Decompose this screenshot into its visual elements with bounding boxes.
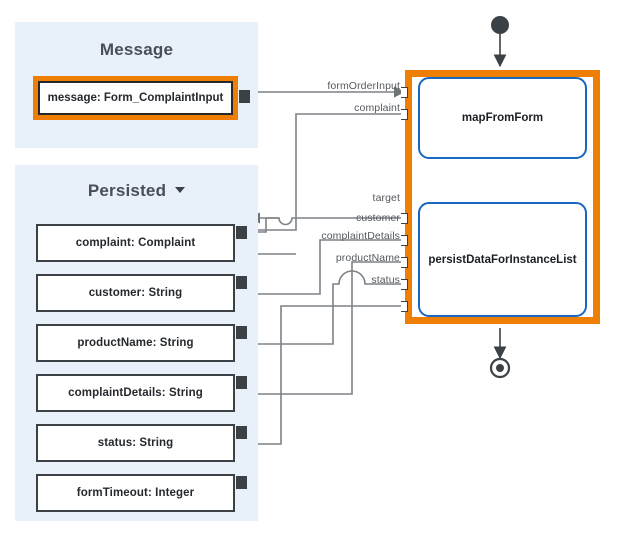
edge-label-productname: productName bbox=[335, 252, 400, 264]
variable-output-port-formtimeout[interactable] bbox=[236, 476, 247, 489]
variable-box-complaintdetails-label: complaintDetails: String bbox=[68, 387, 203, 399]
variable-output-port-customer[interactable] bbox=[236, 276, 247, 289]
variable-output-port-complaintdetails[interactable] bbox=[236, 376, 247, 389]
edge-label-complaint: complaint bbox=[354, 102, 400, 114]
edge-label-formorderinput: formOrderInput bbox=[327, 80, 400, 92]
variable-box-complaint-label: complaint: Complaint bbox=[75, 237, 196, 249]
message-panel-title: Message bbox=[99, 40, 174, 59]
variable-output-port-status[interactable] bbox=[236, 426, 247, 439]
variable-output-port-productname[interactable] bbox=[236, 326, 247, 339]
variable-box-customer[interactable]: customer: String bbox=[36, 274, 235, 312]
node-port-complaint[interactable] bbox=[401, 109, 408, 120]
variable-box-message[interactable]: message: Form_ComplaintInput bbox=[33, 76, 238, 120]
variable-box-status[interactable]: status: String bbox=[36, 424, 235, 462]
node-port-target[interactable] bbox=[401, 213, 408, 224]
subprocess-inner: mapFromForm persistDataForInstanceList bbox=[412, 77, 593, 317]
variable-output-port-message[interactable] bbox=[239, 90, 250, 103]
edge-label-status: status bbox=[371, 274, 400, 286]
edge-label-target: target bbox=[372, 192, 400, 204]
task-node-persistdataforinstancelist-label: persistDataForInstanceList bbox=[428, 253, 577, 266]
node-port-productname[interactable] bbox=[401, 279, 408, 290]
variable-box-productname-label: productName: String bbox=[77, 337, 194, 349]
variable-box-customer-label: customer: String bbox=[88, 287, 183, 299]
node-port-formorderinput[interactable] bbox=[401, 87, 408, 98]
node-port-complaintdetails[interactable] bbox=[401, 257, 408, 268]
node-port-status[interactable] bbox=[401, 301, 408, 312]
task-node-mapfromform-label: mapFromForm bbox=[461, 112, 544, 124]
variable-box-complaint[interactable]: complaint: Complaint bbox=[36, 224, 235, 262]
edge-label-complaintdetails: complaintDetails bbox=[321, 230, 400, 242]
variable-box-complaintdetails[interactable]: complaintDetails: String bbox=[36, 374, 235, 412]
subprocess-container[interactable]: mapFromForm persistDataForInstanceList bbox=[405, 70, 600, 324]
start-event-icon bbox=[491, 16, 509, 34]
persisted-panel-title-text: Persisted bbox=[87, 181, 167, 200]
variable-box-formtimeout-label: formTimeout: Integer bbox=[76, 487, 195, 499]
persisted-panel-title: Persisted bbox=[15, 181, 258, 201]
node-port-customer[interactable] bbox=[401, 235, 408, 246]
variable-box-status-label: status: String bbox=[97, 437, 174, 449]
task-node-persistdataforinstancelist[interactable]: persistDataForInstanceList bbox=[418, 202, 587, 317]
variable-box-productname[interactable]: productName: String bbox=[36, 324, 235, 362]
variable-output-port-complaint[interactable] bbox=[236, 226, 247, 239]
task-node-mapfromform[interactable]: mapFromForm bbox=[418, 77, 587, 159]
variable-box-formtimeout[interactable]: formTimeout: Integer bbox=[36, 474, 235, 512]
edge-label-customer: customer bbox=[356, 212, 400, 224]
variable-box-message-label: message: Form_ComplaintInput bbox=[38, 81, 233, 115]
chevron-down-icon[interactable] bbox=[175, 187, 186, 193]
